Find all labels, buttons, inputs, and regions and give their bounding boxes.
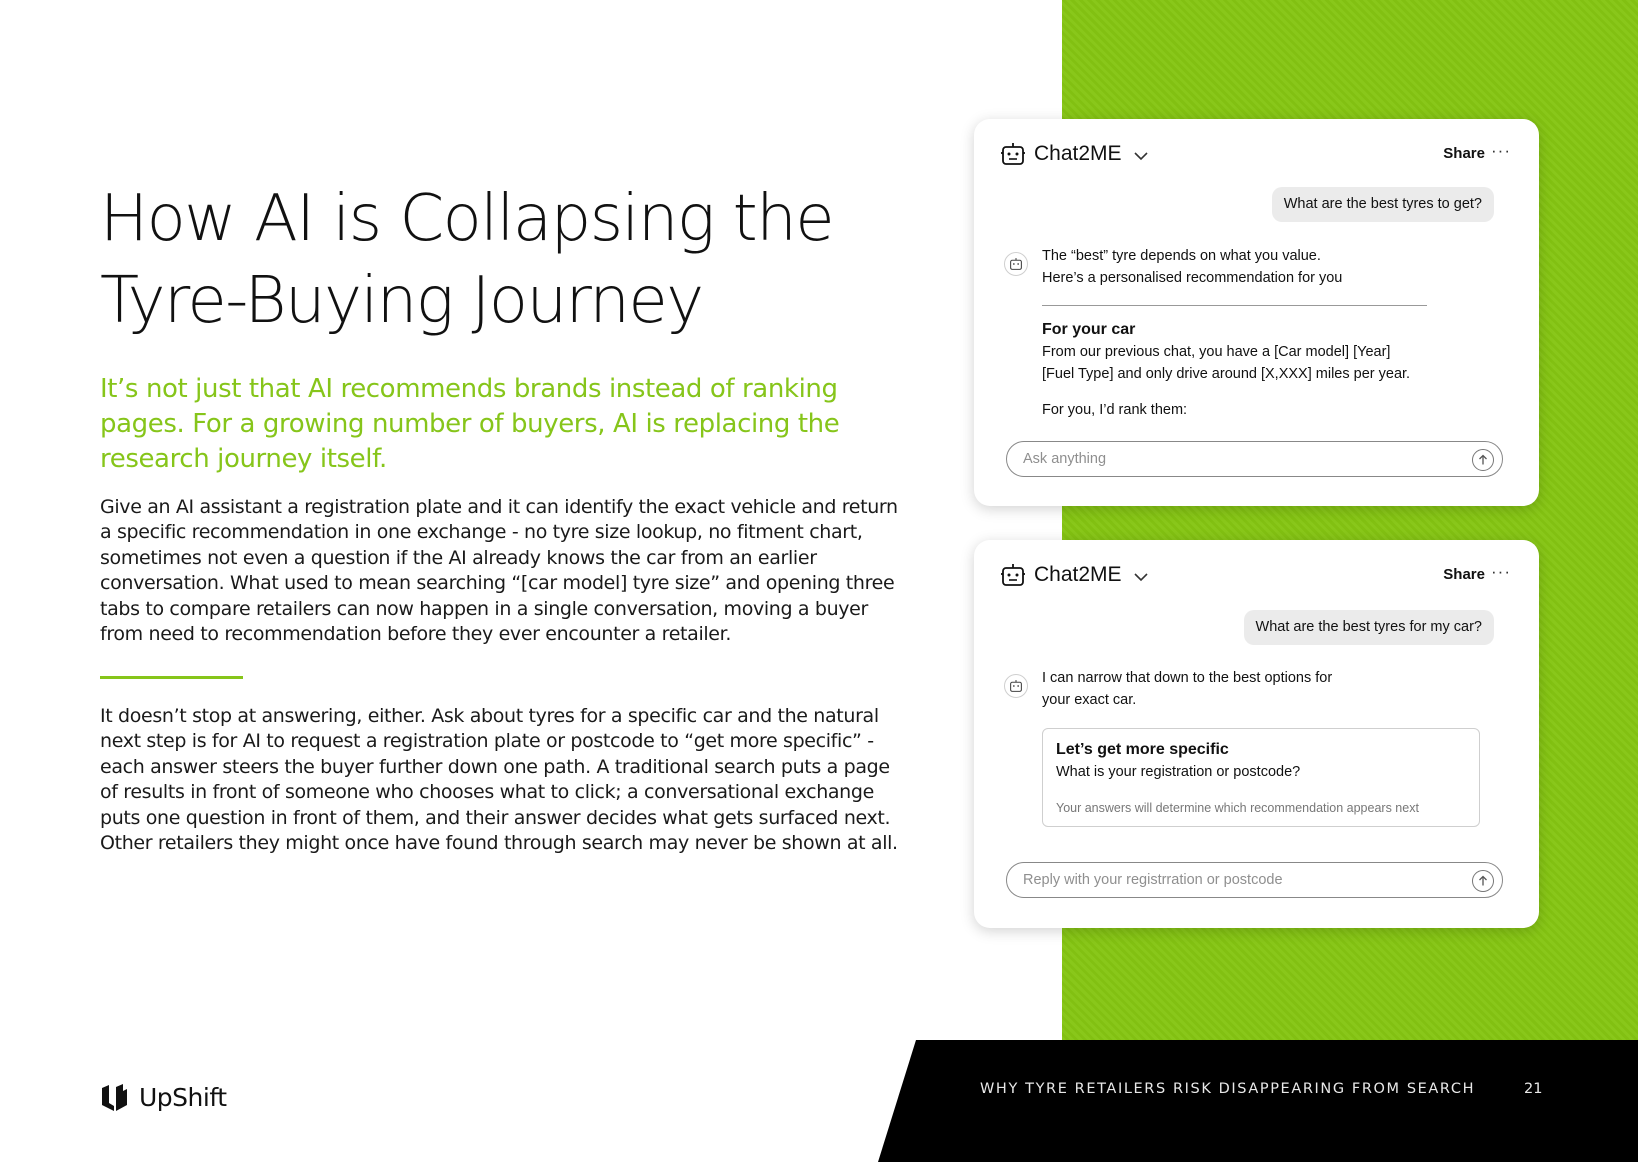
robot-icon: [1001, 564, 1025, 586]
section-line-2: [Fuel Type] and only drive around [X,XXX…: [1042, 366, 1411, 382]
assistant-message: The “best” tyre depends on what you valu…: [1042, 245, 1342, 289]
section-heading: For your car: [1042, 321, 1136, 338]
footer-title: WHY TYRE RETAILERS RISK DISAPPEARING FRO…: [980, 1081, 1476, 1097]
registration-input[interactable]: [1023, 863, 1463, 897]
assistant-avatar: [1004, 252, 1028, 276]
follow-up-card: Let’s get more specific What is your reg…: [1042, 728, 1480, 827]
follow-up-title: Let’s get more specific: [1056, 741, 1229, 758]
body-paragraph-1: Give an AI assistant a registration plat…: [100, 496, 898, 646]
chat-app-name: Chat2ME: [1034, 563, 1122, 586]
title-line-2: Tyre-Buying Journey: [100, 264, 704, 338]
user-message-bubble: What are the best tyres for my car?: [1243, 610, 1494, 645]
user-message-bubble: What are the best tyres to get?: [1271, 187, 1494, 222]
assistant-line-2: your exact car.: [1042, 692, 1137, 708]
assistant-line-1: The “best” tyre depends on what you valu…: [1042, 248, 1321, 264]
chat-app-switcher[interactable]: Chat2ME: [1000, 562, 1150, 588]
recommendation-section: For your car From our previous chat, you…: [1042, 319, 1410, 385]
share-button[interactable]: Share: [1443, 566, 1485, 583]
chevron-down-icon: [1133, 152, 1148, 161]
section-line-1: From our previous chat, you have a [Car …: [1042, 344, 1391, 360]
page-number: 21: [1524, 1081, 1543, 1097]
more-options-button[interactable]: ···: [1491, 141, 1511, 160]
assistant-line-1: I can narrow that down to the best optio…: [1042, 670, 1333, 686]
upshift-logo-icon: [102, 1084, 127, 1111]
send-button[interactable]: [1472, 449, 1494, 471]
rank-intro: For you, I’d rank them:: [1042, 402, 1188, 418]
share-button[interactable]: Share: [1443, 145, 1485, 162]
title-line-1: How AI is Collapsing the: [100, 182, 835, 256]
chat-app-name: Chat2ME: [1034, 142, 1122, 165]
section-divider: [100, 676, 243, 679]
assistant-line-2: Here’s a personalised recommendation for…: [1042, 270, 1343, 286]
chat-app-switcher[interactable]: Chat2ME: [1000, 141, 1150, 167]
footer-band: [878, 1040, 1638, 1162]
robot-icon: [1010, 258, 1022, 270]
standfirst: It’s not just that AI recommends brands …: [100, 374, 840, 474]
arrow-up-icon: [1479, 875, 1487, 886]
page-title: How AI is Collapsing the Tyre-Buying Jou…: [100, 178, 900, 342]
upshift-logo: UpShift: [100, 1083, 227, 1112]
chat-window-2: Chat2ME Share ··· What are the best tyre…: [974, 540, 1539, 928]
arrow-up-icon: [1479, 454, 1487, 465]
follow-up-note: Your answers will determine which recomm…: [1056, 801, 1419, 815]
follow-up-question: What is your registration or postcode?: [1056, 764, 1301, 780]
robot-icon: [1001, 143, 1025, 165]
more-options-button[interactable]: ···: [1491, 562, 1511, 581]
chat-input[interactable]: [1023, 442, 1463, 476]
send-button[interactable]: [1472, 870, 1494, 892]
chat-window-1: Chat2ME Share ··· What are the best tyre…: [974, 119, 1539, 506]
chat-input-box: [1006, 862, 1503, 898]
chevron-down-icon: [1133, 573, 1148, 582]
body-paragraph-2: It doesn’t stop at answering, either. As…: [100, 705, 898, 855]
robot-icon: [1010, 680, 1022, 692]
message-divider: [1042, 305, 1427, 306]
logo-text: UpShift: [139, 1083, 227, 1112]
chat-input-box: [1006, 441, 1503, 477]
assistant-message: I can narrow that down to the best optio…: [1042, 667, 1332, 711]
assistant-avatar: [1004, 674, 1028, 698]
